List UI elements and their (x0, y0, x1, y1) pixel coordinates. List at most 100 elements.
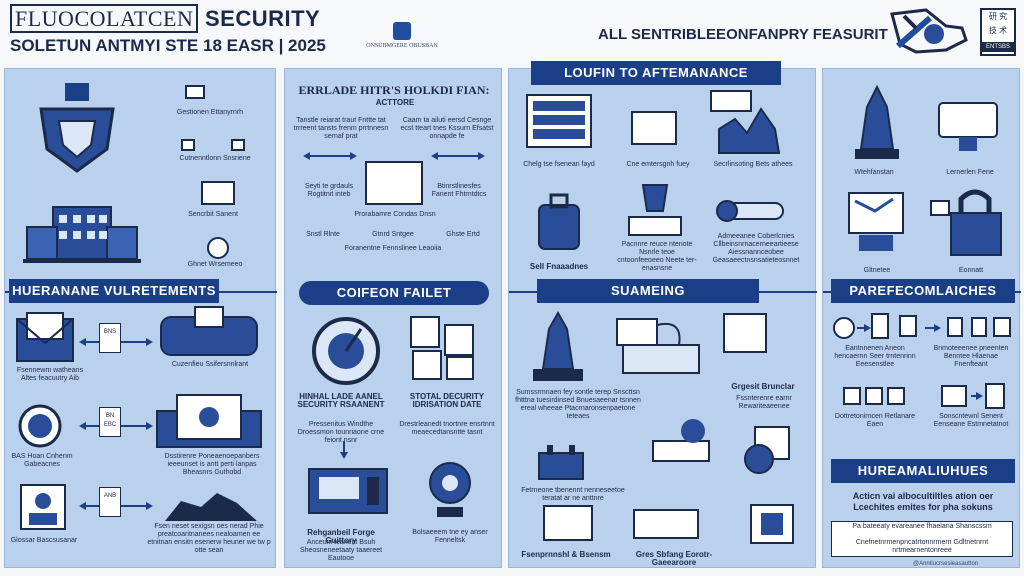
note-box (831, 521, 1013, 557)
webcam-icon (429, 462, 471, 517)
screen-icon (723, 313, 767, 353)
panel-compliance: Wtehfanstan Lernerlen Fene Gltnetee Eonn… (822, 68, 1021, 568)
document-laptop-icon (156, 394, 262, 448)
banner-compliance: PAREFECOMLAICHES (831, 279, 1015, 303)
label-p1-1: Cutnenntlonn Snsriene (179, 155, 251, 162)
label-p4-9: Cnefnetnrmenpncatrtonnrmern Gdltnetnrnt … (855, 539, 989, 554)
page-header: FLUOCOLATCEN SECURITY SOLETUN ANTMYI STE… (0, 0, 1024, 64)
monitor-icon (941, 385, 967, 407)
panel2-title: ERRLADE HITR'S HOLKDI FIAN: (298, 83, 490, 97)
bag-device-icon (750, 504, 794, 544)
lab-icon (628, 184, 682, 236)
laptop-icon (201, 181, 235, 205)
banner-hureamaliuhues: HUREAMALIUHUES (831, 459, 1015, 483)
label-p3-9: Fetrneone tbenennt nenneseetoe teratat a… (521, 487, 625, 502)
document-icon (985, 383, 1005, 409)
label-p1-9: Fsennewm watheans Altes feacuutry Aib (16, 367, 84, 382)
label-p2-1: Btinrstlinesfes Fanent Fhtrntdtcs (431, 183, 487, 198)
globe-device-icon (744, 426, 790, 474)
right-arrow (971, 392, 983, 400)
user-badge-icon (20, 484, 66, 530)
label-p2-4: Gtnrd Sntgee (372, 231, 414, 238)
globe-icon (18, 404, 62, 448)
gear-icon (207, 237, 229, 259)
shield-icon (393, 22, 411, 40)
center-logo-caption: ONSUBMGERE OBUSBAN (366, 43, 438, 49)
lock-icon (231, 139, 245, 151)
building-icon (23, 206, 141, 263)
label-p4-6: Dottretonirncen Retlanare Eaen (834, 413, 916, 428)
label-p4-5: Bnmoteeenee pneenten Benntee Hlaenae Fne… (933, 345, 1009, 368)
seal-label: ENTSBS (982, 42, 1014, 52)
label-p3-10: Fsenprnnshl & Bsensm (521, 550, 611, 559)
center-logo: ONSUBMGERE OBUSBAN (352, 22, 452, 49)
panel-holding-plan: ERRLADE HITR'S HOLKDI FIAN: ACTTORE Tans… (284, 68, 502, 568)
chart-icon (710, 90, 781, 154)
label-p1-10: BAS Hoan Cnhenm Gabeacnes (11, 453, 73, 468)
down-arrow (340, 441, 348, 459)
clock-icon (833, 317, 855, 339)
panel-maintenance: LOUFIN TO AFTEMANANCE Chelg tse fsenean … (508, 61, 817, 568)
panel-icon (865, 387, 883, 405)
tag-p1-0: BNS (99, 323, 121, 353)
banner-suameing: SUAMEING (537, 279, 759, 303)
label-p4-3: Eonnatt (958, 267, 984, 274)
label-p1-14: Fsen neset sexigsn oes nerad Phie preatc… (147, 523, 271, 554)
label-p3-11: Gres Sbfang Eorotr-Gaeearoore (635, 550, 713, 567)
panel2-sub: ACTTORE (375, 98, 415, 107)
label-p4-1: Lernerlen Fene (946, 169, 994, 176)
page-title: FLUOCOLATCEN SECURITY (10, 4, 320, 33)
scale-icon (652, 419, 710, 462)
label-p3-8: Fssnterenre earnr Rewariteaeenee (736, 395, 792, 410)
envelope-icon (16, 312, 74, 362)
label-p2-b2: Bolsaeeem tne ey anser Fenneltsk (412, 529, 488, 544)
label-p2-3: Snstl Rlnte (306, 231, 340, 238)
label-p2-6: Foranentne Fennslinee Leaoiia (344, 245, 442, 252)
col-body-right: Drestrleanedt tnortnre ensrtnnt meaecedt… (399, 421, 495, 436)
right-arrow (857, 324, 871, 332)
right-heading: ALL SENTRIBLEEONFANPRY FEASURIT (598, 26, 888, 43)
exchange-arrow (431, 152, 485, 160)
seal-text-2: 技 术 (988, 26, 1008, 35)
banner-vulnerabilities: HUERANANE VULRETEMENTS (9, 279, 219, 303)
rubble-icon (165, 493, 257, 521)
label-p3-5: Admeeanee Coberlcnies Cllbeinsnrnacernee… (712, 233, 800, 264)
label-p2-0: Seyti te grdauls Rogtitnit inteb (304, 183, 354, 198)
label-p3-7: Grgesit Brunclar (731, 382, 795, 391)
label-p1-3: Ghnet Wrsemeeo (187, 261, 243, 268)
lock-icon (930, 189, 1002, 256)
device-icon (899, 315, 917, 337)
label-p1-4: Cuzenfieu Ssifersnnlrant (171, 361, 249, 368)
page-subtitle: SOLETUN ANTMYI STE 18 EASR | 2025 (10, 36, 326, 55)
label-p3-6: Sumssrmnaen fey sontle terep Snscttsn fh… (515, 389, 641, 420)
panel-icon (843, 387, 861, 405)
lock-icon (971, 317, 987, 337)
panel2-text-right: Caam ta ailuti eersd Cesnge ecst tteart … (400, 117, 494, 140)
seal-stamp: 研 究 技 术 ENTSBS (980, 8, 1016, 56)
right-arrow (925, 324, 941, 332)
tag-p1-1: BN EBC (99, 407, 121, 437)
panel2-text-left: Tanstle reiarat traut Fnttte tat trrreen… (293, 117, 389, 140)
computer-icon (543, 505, 593, 541)
exchange-arrow (303, 152, 357, 160)
label-p4-2: Gltnetee (863, 267, 891, 274)
person-icon (947, 317, 963, 337)
document-icon (871, 313, 889, 339)
col-body-left: Pressenitus Windthe Droessmon tounriaone… (297, 421, 385, 444)
footer-note: @Anntiucrsesieasautton (913, 561, 979, 567)
label-p4-4: Eantnnenen Aneon hencaernn Seer trntenri… (834, 345, 916, 368)
tower-icon (855, 84, 899, 159)
terminal-icon (938, 102, 998, 151)
monitor-icon (365, 161, 423, 205)
banner-coifeon: COIFEON FAILET (299, 281, 489, 305)
label-p2-b1: Anceuni teanent Bsuh Sheosneneetaaty taa… (299, 539, 383, 562)
label-p4-8: Pa bateeaty evareanee fhaelana Shanscssm (852, 523, 992, 530)
label-p3-0: Chelg tse fsenean fayd (523, 161, 595, 168)
panel-icon (887, 387, 905, 405)
tower-icon (533, 310, 583, 381)
router-icon (538, 445, 584, 480)
hands-computer-icon (160, 306, 258, 356)
callout-text: Acticn vai albocultiltles ation oer Lcec… (852, 491, 994, 512)
documents-icon (410, 316, 474, 380)
bag-icon (538, 193, 580, 250)
